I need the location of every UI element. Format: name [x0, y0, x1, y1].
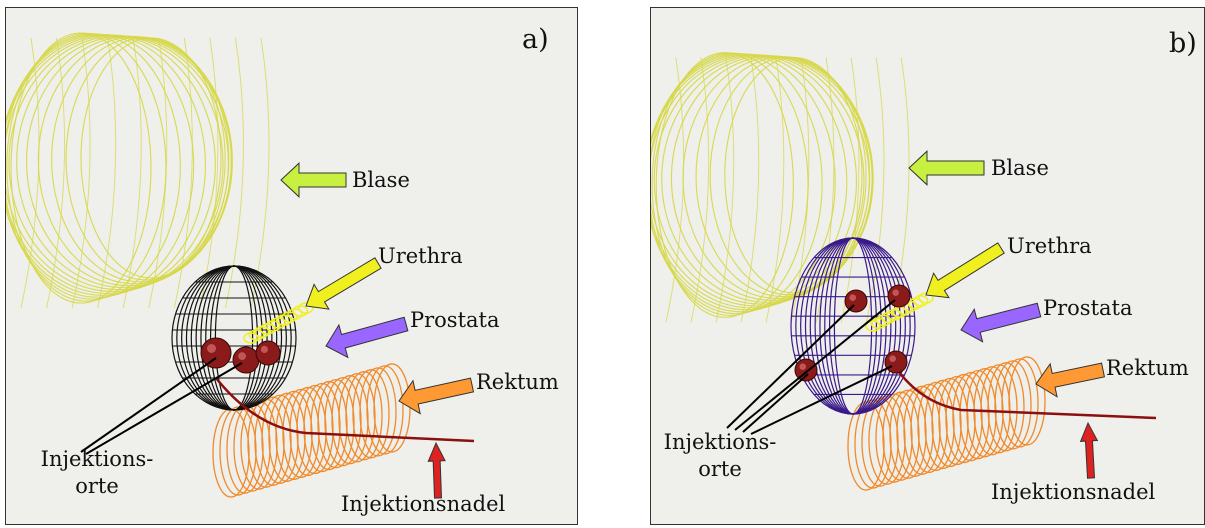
panel-b: b) Blase Urethra Prostata Rektum Injekti…	[650, 7, 1205, 525]
label-injektionsorte-line2: orte	[32, 476, 162, 497]
label-injektionsorte-line1: Injektions-	[32, 449, 162, 470]
panel-label-a: a)	[522, 26, 549, 53]
label-injektionsnadel: Injektionsnadel	[991, 482, 1155, 503]
label-blase: Blase	[352, 170, 410, 191]
prostata-wireframe	[172, 266, 296, 410]
label-blase: Blase	[991, 158, 1049, 179]
arrow-prostata	[326, 317, 408, 357]
injection-site-highlight	[207, 344, 216, 353]
arrow-blase	[909, 151, 984, 185]
bladder-wireframe	[651, 53, 909, 323]
arrow-prostata	[961, 303, 1041, 342]
arrow-injektionsnadel	[1081, 423, 1098, 478]
rectum-coil	[213, 364, 410, 497]
panel-label-b: b)	[1169, 30, 1197, 57]
injection-site	[885, 351, 907, 373]
arrow-blase	[281, 163, 346, 197]
arrow-urethra	[926, 243, 1004, 298]
injection-site-highlight	[892, 289, 899, 296]
pointer-line	[81, 358, 216, 452]
prostata-wireframe	[791, 238, 915, 414]
rectum-coil	[848, 357, 1045, 490]
injection-site-highlight	[849, 294, 856, 301]
label-urethra: Urethra	[1007, 236, 1092, 257]
injection-site	[201, 338, 231, 368]
label-prostata: Prostata	[410, 310, 500, 331]
urethra-coil	[244, 303, 313, 343]
injection-site	[233, 347, 259, 373]
injection-site-highlight	[238, 352, 246, 360]
label-rektum: Rektum	[476, 372, 559, 393]
label-injektionsorte: Injektions- orte	[32, 449, 162, 497]
label-injektionsnadel: Injektionsnadel	[341, 494, 505, 515]
arrow-urethra	[306, 258, 381, 309]
label-rektum: Rektum	[1106, 358, 1189, 379]
panel-a: a) Blase Urethra Prostata Rektum Injekti…	[5, 7, 578, 525]
label-injektionsorte-line2: orte	[655, 459, 785, 480]
injection-site	[256, 341, 280, 365]
arrow-rektum	[1036, 363, 1104, 397]
label-injektionsorte: Injektions- orte	[655, 432, 785, 480]
label-prostata: Prostata	[1043, 298, 1133, 319]
injection-site-highlight	[261, 346, 268, 353]
arrow-injektionsnadel	[428, 443, 445, 498]
label-injektionsorte-line1: Injektions-	[655, 432, 785, 453]
label-urethra: Urethra	[378, 246, 463, 267]
injection-site-highlight	[889, 355, 896, 362]
injection-site	[845, 290, 867, 312]
injection-site-highlight	[799, 363, 806, 370]
